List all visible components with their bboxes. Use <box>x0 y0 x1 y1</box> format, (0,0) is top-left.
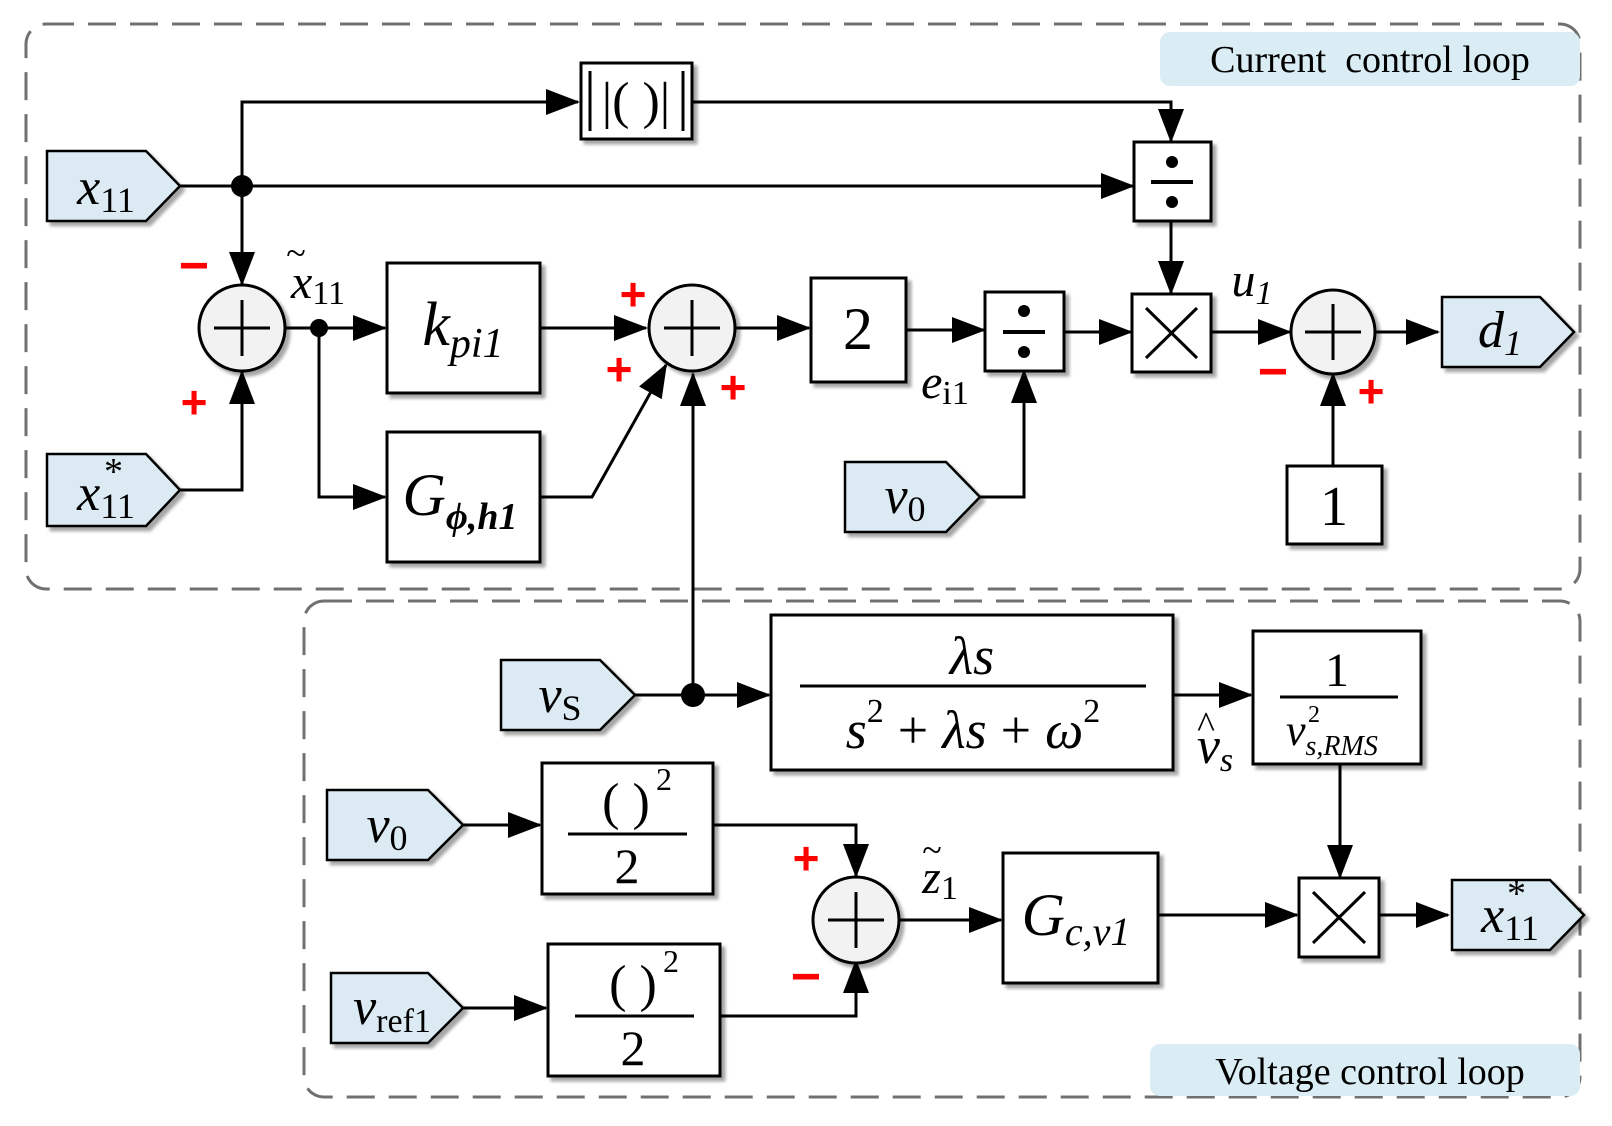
svg-text:~: ~ <box>922 830 941 870</box>
sum-junction-3[interactable] <box>1289 288 1377 376</box>
wire-x11-to-abs <box>240 89 580 186</box>
junction-vs <box>681 683 705 707</box>
svg-text:×: × <box>0 0 1 1</box>
g-phi-h1-block[interactable]: Gϕ,h1 <box>385 430 542 564</box>
current-loop-label: Current control loop <box>1210 39 1530 81</box>
svg-text:2: 2 <box>621 1020 646 1076</box>
junction-x11 <box>231 175 253 197</box>
junction-err <box>310 319 328 337</box>
svg-text:ei1: ei1 <box>921 356 969 412</box>
sign-sum2-bottom: + <box>720 361 747 413</box>
current-loop-boundary <box>24 22 1582 591</box>
svg-text:2: 2 <box>656 761 672 797</box>
sign-sum1-top: − <box>179 237 209 295</box>
svg-text:2: 2 <box>615 838 640 894</box>
wire-v0-to-div2 <box>980 369 1037 499</box>
square-half-block-2[interactable]: ( ) 2 2 <box>546 942 722 1078</box>
svg-text:vref1: vref1 <box>353 979 431 1040</box>
svg-text:|( )|: |( )| <box>602 73 670 130</box>
wire-gphi-to-sum2 <box>540 363 668 499</box>
svg-text:( ): ( ) <box>609 956 657 1013</box>
svg-text:vS: vS <box>538 667 581 728</box>
svg-text:*: * <box>104 451 123 493</box>
signal-u1: u1 <box>1232 254 1273 312</box>
svg-text:z1: z1 <box>921 851 958 907</box>
multiply-block-1[interactable]: × <box>0 0 1213 374</box>
gcv1-controller-block[interactable]: Gc,v1 <box>1001 851 1160 985</box>
sum-junction-2[interactable] <box>647 283 737 373</box>
port-vref1-input[interactable]: vref1 <box>329 971 465 1045</box>
port-x11-reference-output[interactable]: x11 * <box>1450 873 1586 952</box>
signal-z1-error: z1 ~ <box>921 830 958 907</box>
svg-text:x11: x11 <box>76 159 135 220</box>
port-v0-input-current[interactable]: v0 <box>843 460 982 534</box>
port-d1-output[interactable]: d1 <box>1440 295 1576 369</box>
sign-sum4-bottom: − <box>791 948 821 1006</box>
svg-text:vs: vs <box>1197 718 1233 779</box>
port-x11-input[interactable]: x11 <box>45 149 182 223</box>
square-half-block-1[interactable]: ( ) 2 2 <box>540 761 715 896</box>
port-x11-reference-input[interactable]: x11 * <box>45 451 182 528</box>
constant-1-block[interactable]: 1 <box>1285 464 1384 546</box>
svg-text:d1: d1 <box>1478 302 1522 363</box>
sign-sum3-left: − <box>1258 343 1288 401</box>
svg-text:2: 2 <box>1308 702 1320 728</box>
svg-text:v0: v0 <box>366 797 407 858</box>
sign-sum1-bottom: + <box>181 376 208 428</box>
divide-block-2[interactable] <box>983 290 1066 373</box>
wire-square1-to-sum4 <box>713 823 869 878</box>
svg-text:1: 1 <box>1320 476 1348 538</box>
wire-err-to-gphi <box>317 328 387 510</box>
sign-sum2-left: + <box>620 268 647 320</box>
signal-e-i1: ei1 <box>921 356 969 412</box>
svg-text:2: 2 <box>843 296 873 362</box>
svg-text:1: 1 <box>1325 644 1349 697</box>
svg-text:( ): ( ) <box>602 774 650 831</box>
rms-normalization-block[interactable]: 1 vs,RMS 2 <box>1251 629 1423 766</box>
voltage-loop-boundary <box>302 599 1582 1099</box>
svg-text:~: ~ <box>286 233 305 273</box>
svg-text:vs,RMS: vs,RMS <box>1286 706 1378 762</box>
svg-text:v0: v0 <box>884 468 925 529</box>
sum-junction-4[interactable] <box>811 875 901 965</box>
sign-sum3-bottom: + <box>1358 365 1385 417</box>
svg-text:*: * <box>1507 873 1526 915</box>
voltage-loop-label: Voltage control loop <box>1215 1051 1525 1093</box>
voltage-loop-label-bg <box>1150 1044 1580 1096</box>
svg-text:kpi1: kpi1 <box>422 291 503 367</box>
svg-text:÷: ÷ <box>0 0 1 1</box>
wire-square2-to-sum4 <box>720 959 869 1018</box>
abs-block[interactable]: |( )| <box>579 61 694 141</box>
svg-text:λs: λs <box>948 626 994 686</box>
current-loop-label-bg <box>1160 32 1580 86</box>
wire-xref-to-sum1 <box>180 370 255 492</box>
signal-x11-error: x11 ~ <box>286 233 345 312</box>
svg-text:Gϕ,h1: Gϕ,h1 <box>403 462 518 538</box>
svg-text:x11: x11 <box>76 465 135 526</box>
port-vs-input[interactable]: vS <box>499 658 637 732</box>
sign-sum2-lower: + <box>606 343 633 395</box>
signal-vs-hat: vs ^ <box>1197 705 1233 779</box>
divide-block-1[interactable]: ÷ <box>0 0 1213 223</box>
svg-text:s2+λs+ω2: s2+λs+ω2 <box>846 693 1101 760</box>
wire-abs-to-div1 <box>692 100 1184 143</box>
gain-2-block[interactable]: 2 <box>809 276 908 384</box>
sum-junction-1[interactable] <box>197 283 287 373</box>
sign-sum4-top: + <box>793 832 820 884</box>
port-v0-input-voltage[interactable]: v0 <box>325 788 465 862</box>
svg-text:x11: x11 <box>1480 887 1539 948</box>
kpi-gain-block[interactable]: kpi1 <box>385 261 542 395</box>
svg-text:Gc,v1: Gc,v1 <box>1022 882 1131 954</box>
svg-text:^: ^ <box>1197 705 1215 747</box>
multiply-block-2[interactable] <box>1297 876 1381 959</box>
sogi-filter-block[interactable]: λs s2+λs+ω2 <box>769 613 1175 772</box>
svg-text:u1: u1 <box>1232 254 1273 312</box>
svg-text:x11: x11 <box>290 256 345 312</box>
svg-text:2: 2 <box>663 943 679 979</box>
